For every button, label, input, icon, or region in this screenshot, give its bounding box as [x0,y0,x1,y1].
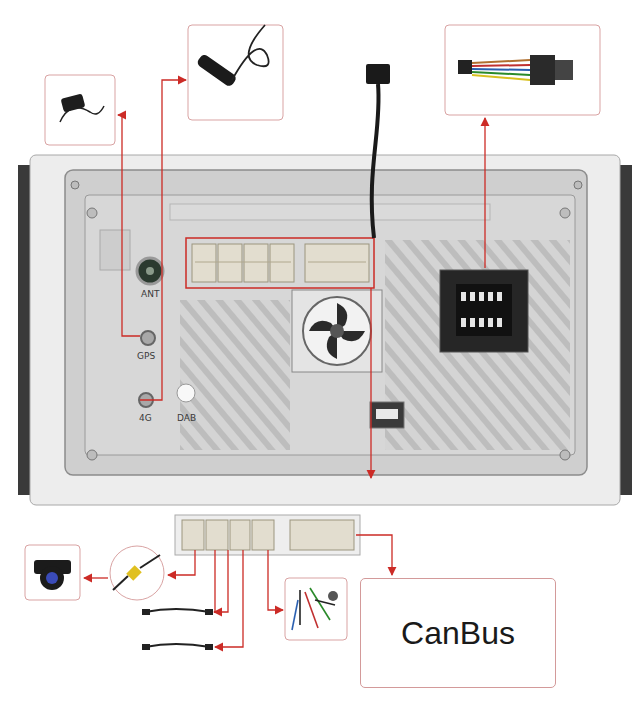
canbus-box: CanBus [360,578,556,688]
port-label: 4G [139,414,152,423]
port-label: DAB [177,414,196,423]
box-label: CanBus [401,615,515,652]
port-label: ANT [141,290,159,299]
port-label: GPS [137,352,155,361]
